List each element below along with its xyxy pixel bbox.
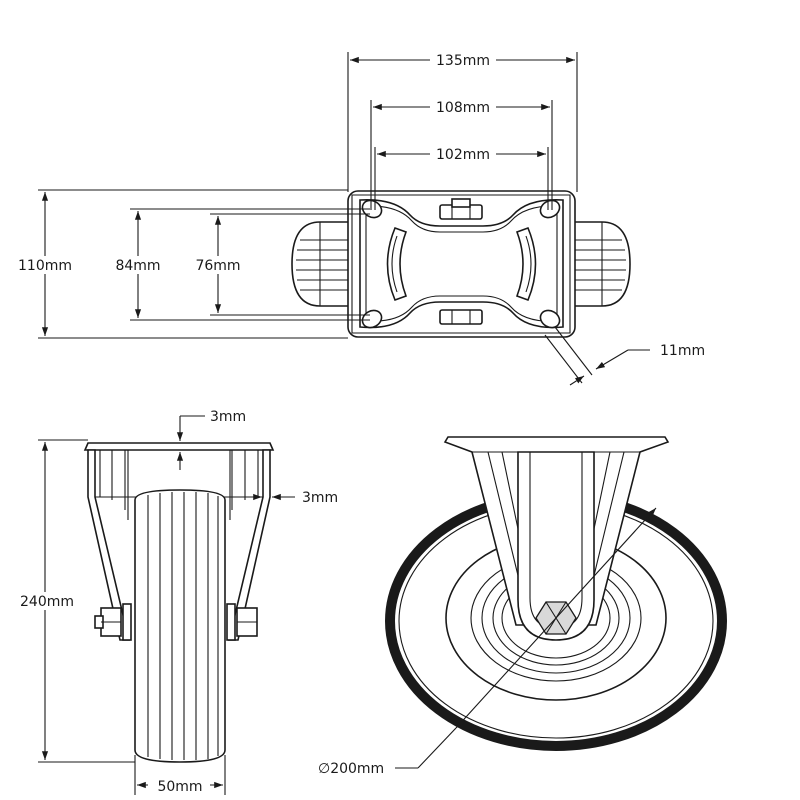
dim-label-3-top: 3mm bbox=[210, 409, 246, 425]
center-bolt-bottom bbox=[439, 309, 483, 325]
dim-84: 84mm bbox=[112, 208, 370, 321]
dim-11: 11mm bbox=[544, 326, 705, 386]
top-plate-front bbox=[83, 442, 275, 451]
mounting-hole-top-left bbox=[361, 199, 383, 219]
top-view: 135mm 108mm 102mm 110mm bbox=[14, 50, 705, 386]
dim-label-3-side: 3mm bbox=[302, 490, 338, 506]
dim-label-102: 102mm bbox=[436, 147, 490, 163]
dim-label-11: 11mm bbox=[660, 343, 705, 359]
wheel-tread-top-left bbox=[291, 221, 351, 307]
dim-label-135: 135mm bbox=[436, 53, 490, 69]
dim-label-240: 240mm bbox=[20, 594, 74, 610]
dim-76: 76mm bbox=[192, 213, 370, 316]
dim-50: 50mm bbox=[134, 755, 226, 795]
dim-label-76: 76mm bbox=[195, 258, 240, 274]
dim-135: 135mm bbox=[347, 50, 578, 192]
dim-label-50: 50mm bbox=[157, 779, 202, 795]
dim-label-200: ∅200mm bbox=[318, 761, 384, 777]
wheel-tread-top-right bbox=[571, 221, 631, 307]
dim-240: 240mm bbox=[14, 439, 135, 763]
dim-108: 108mm bbox=[370, 97, 553, 210]
axle-front bbox=[94, 603, 258, 641]
dim-3-top: 3mm bbox=[176, 409, 246, 470]
front-view: 240mm 50mm 3mm 3mm bbox=[14, 409, 338, 795]
slot-right bbox=[515, 226, 537, 302]
dim-110: 110mm bbox=[14, 189, 348, 339]
dim-label-108: 108mm bbox=[436, 100, 490, 116]
dim-102: 102mm bbox=[374, 144, 549, 210]
dim-label-110: 110mm bbox=[18, 258, 72, 274]
mounting-plate bbox=[347, 190, 576, 338]
dim-label-84: 84mm bbox=[115, 258, 160, 274]
wheel-front bbox=[134, 489, 226, 763]
slot-left bbox=[386, 226, 408, 302]
dim-200: ∅200mm bbox=[318, 507, 657, 777]
mounting-hole-top-right bbox=[539, 199, 561, 219]
dim-3-side: 3mm bbox=[240, 490, 338, 506]
mounting-hole-bottom-right bbox=[539, 309, 561, 329]
side-view: ∅200mm bbox=[318, 436, 727, 777]
center-bolt-top bbox=[439, 198, 483, 220]
